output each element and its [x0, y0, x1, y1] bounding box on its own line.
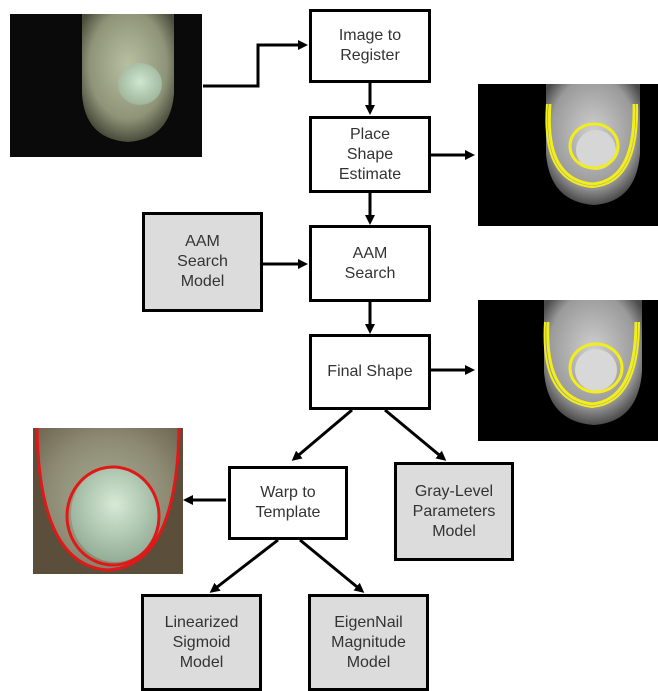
final-shape-box: Final Shape — [309, 334, 431, 410]
aam-search-box: AAM Search — [309, 225, 431, 302]
arrow-final-shape-to-gray-level — [385, 410, 444, 459]
eigennail-magnitude-model-box: EigenNail Magnitude Model — [308, 594, 429, 691]
arrow-warp-to-eigennail — [300, 540, 362, 591]
linearized-sigmoid-model-box: Linearized Sigmoid Model — [141, 594, 262, 691]
image-to-register-box: Image to Register — [309, 9, 431, 83]
arrow-warp-to-linearized — [212, 540, 278, 591]
warped-template-image — [33, 428, 183, 574]
aam-search-model-box: AAM Search Model — [142, 212, 263, 312]
place-shape-estimate-box: Place Shape Estimate — [309, 116, 431, 193]
warp-to-template-box: Warp to Template — [228, 466, 348, 540]
fingertip-final-shape-image — [478, 300, 658, 441]
fingertip-shape-estimate-image — [478, 84, 658, 226]
gray-level-parameters-model-box: Gray-Level Parameters Model — [394, 462, 514, 561]
fingertip-image-input — [10, 14, 202, 157]
arrow-photo-to-image-to-register — [203, 45, 305, 86]
arrow-final-shape-to-warp — [294, 410, 352, 459]
